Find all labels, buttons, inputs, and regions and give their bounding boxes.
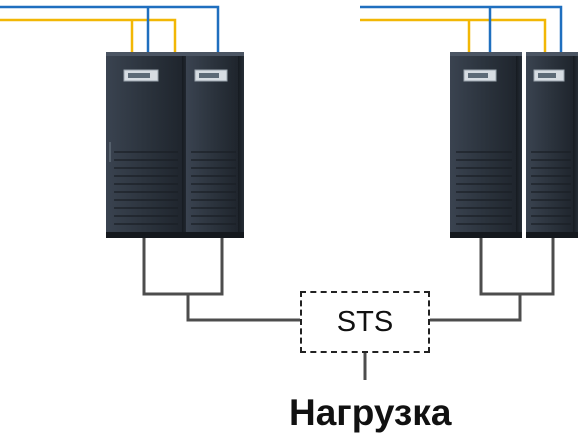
left-to-sts: [186, 294, 300, 322]
sts-switch-box: STS: [300, 291, 430, 353]
ups-cabinet-right-1: [450, 52, 522, 238]
ups-cabinet-left-2: [186, 52, 244, 238]
output-wiring: [142, 238, 555, 380]
left-neutral-feed: [0, 5, 220, 52]
right-input-feeds: [360, 5, 563, 52]
right-neutral-feed: [360, 5, 563, 52]
ups-cabinet-left-1: [106, 52, 188, 238]
sts-label: STS: [336, 305, 394, 338]
right-output-bus: [479, 238, 555, 296]
right-to-sts: [430, 294, 522, 322]
left-input-feeds: [0, 5, 220, 52]
load-label: Нагрузка: [289, 392, 452, 433]
right-phase-feed: [360, 18, 547, 52]
ups-cabinet-right-2: [526, 52, 578, 238]
left-phase-feed: [0, 18, 177, 52]
left-output-bus: [142, 238, 224, 296]
